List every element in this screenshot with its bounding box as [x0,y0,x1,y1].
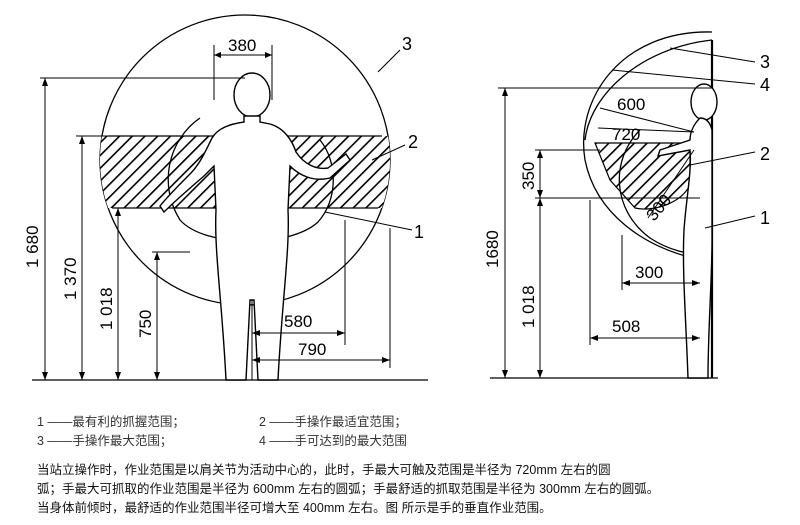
label-3-right: 3 [760,52,770,72]
label-4-right: 4 [760,75,770,95]
front-view-diagram: 380 1 680 1 370 1 018 750 580 790 3 2 [23,14,428,381]
head-front [233,72,271,118]
legend-item-2: 2 ——手操作最适宜范围； [259,415,407,429]
dim-reach-580: 580 [284,312,312,331]
dim-height-1018-side: 1 018 [519,285,538,328]
legend-row-2: 3 ——手操作最大范围； 4 ——手可达到的最大范围 [37,430,777,449]
head-side [690,83,718,121]
description-paragraph: 当站立操作时，作业范围是以肩关节为活动中心的，此时，手最大可触及范围是半径为 7… [37,461,787,518]
dim-height-1018: 1 018 [97,287,116,330]
vertical-work-range-diagram: 380 1 680 1 370 1 018 750 580 790 3 2 [23,14,770,381]
dim-radius-600: 600 [617,95,645,114]
dim-depth-508: 508 [612,317,640,336]
side-view-diagram: 600 720 300 1680 350 1 018 300 508 3 4 [483,31,770,379]
dim-height-350: 350 [519,162,538,190]
legend-item-1: 1 ——最有利的抓握范围； [37,415,185,429]
description-line-3: 当身体前倾时，最舒适的作业范围半径可增大至 400mm 左右。图 所示是手的垂直… [37,501,552,515]
label-1-left: 1 [414,222,424,242]
dim-radius-720: 720 [612,125,640,144]
legend-row-1: 1 ——最有利的抓握范围； 2 ——手操作最适宜范围； [37,411,777,430]
dim-depth-300: 300 [635,263,663,282]
max-operation-arc-side [583,31,713,263]
label-3-left: 3 [402,34,412,54]
dim-shoulder-width: 380 [228,36,256,55]
label-2-left: 2 [408,132,418,152]
dim-height-750: 750 [136,310,155,338]
legend-item-4: 4 ——手可达到的最大范围 [259,434,407,448]
description-line-2: 弧；手最大可抓取的作业范围是半径为 600mm 左右的圆弧；手最舒适的抓取范围是… [37,482,660,496]
legend-item-3: 3 ——手操作最大范围； [37,434,173,448]
human-figure-front [159,72,351,381]
dim-height-1680: 1 680 [23,225,42,268]
dim-height-1680-side: 1680 [483,230,502,268]
description-line-1: 当站立操作时，作业范围是以肩关节为活动中心的，此时，手最大可触及范围是半径为 7… [37,463,611,477]
figure-legend: 1 ——最有利的抓握范围； 2 ——手操作最适宜范围； 3 ——手操作最大范围；… [37,411,777,449]
dim-height-1370: 1 370 [61,257,80,300]
label-2-right: 2 [760,144,770,164]
human-figure-side [656,83,718,379]
label-1-right: 1 [760,208,770,228]
max-reach-arc [584,39,713,141]
dim-reach-790: 790 [298,340,326,359]
